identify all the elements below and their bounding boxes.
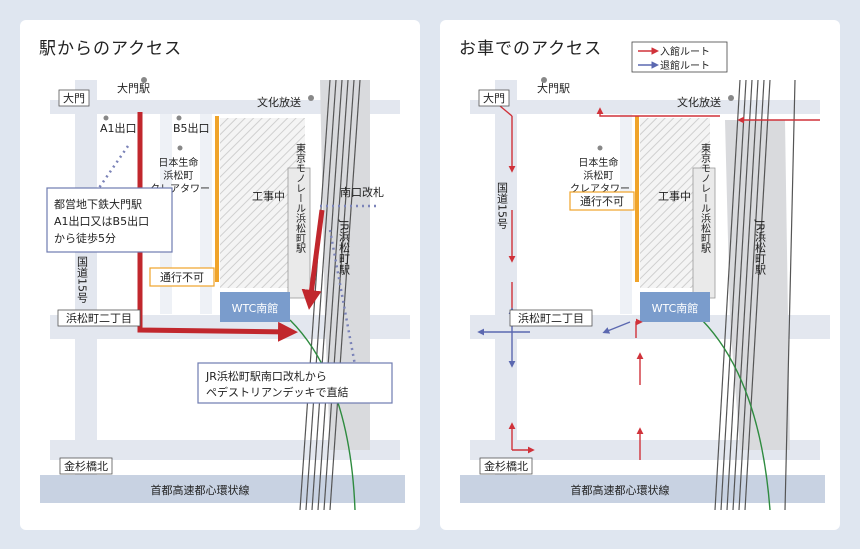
expressway-label: 首都高速都心環状線 bbox=[571, 483, 670, 497]
walk-route-jr bbox=[301, 209, 325, 310]
construction-label: 工事中 bbox=[252, 190, 285, 203]
closed-label: 通行不可 bbox=[160, 271, 204, 284]
kanasugibashi-label: 金杉橋北 bbox=[484, 459, 528, 473]
b5-dot bbox=[176, 115, 182, 121]
wtc-label: WTC南館 bbox=[232, 301, 279, 315]
nissay-dot bbox=[597, 145, 603, 151]
construction-label: 工事中 bbox=[658, 190, 691, 203]
legend-box bbox=[631, 41, 728, 73]
b5-exit-label: B5出口 bbox=[173, 121, 210, 135]
expressway-label: 首都高速都心環状線 bbox=[151, 483, 250, 497]
jr-callout-text: JR浜松町駅南口改札から ペデストリアンデッキで直結 bbox=[205, 369, 349, 399]
dotted-path-a1 bbox=[90, 145, 130, 199]
walk-route-subway bbox=[137, 112, 298, 342]
daimon-station-label: 大門駅 bbox=[117, 81, 150, 95]
daimon-station-dot bbox=[141, 77, 147, 83]
wtc-label: WTC南館 bbox=[652, 301, 699, 315]
subway-callout-text: 都営地下鉄大門駅 A1出口又はB5出口 から徒歩5分 bbox=[54, 197, 153, 245]
station-map: 首都高速都心環状線 工事中 東京モノレール浜松町駅 WTC南館 bbox=[40, 77, 410, 511]
route15-label: 国道15号 bbox=[496, 182, 509, 230]
south-gate-label: 南口改札 bbox=[340, 185, 384, 199]
entry-routes bbox=[499, 105, 820, 460]
daimon-label: 大門 bbox=[483, 91, 505, 105]
monorail-station bbox=[287, 167, 311, 299]
monorail-label: 東京モノレール浜松町駅 bbox=[699, 142, 711, 254]
wtc-south-building bbox=[220, 292, 290, 322]
daimon-station-dot bbox=[541, 77, 547, 83]
green-line bbox=[701, 319, 771, 511]
route-legend: 入館ルート 退館ルート bbox=[631, 41, 728, 73]
route15-label: 国道15号 bbox=[76, 256, 89, 304]
jr-callout bbox=[197, 362, 393, 404]
daimon-station-label: 大門駅 bbox=[537, 81, 570, 95]
bunka-hoso-label: 文化放送 bbox=[257, 95, 301, 109]
exit-legend-label: 退館ルート bbox=[660, 59, 710, 72]
car-access-panel: 入館ルート 退館ルート 首都高速都心環状線 工事中 東京モノレール浜松町 bbox=[440, 20, 840, 530]
kanasugibashi-sign bbox=[59, 457, 113, 475]
bunka-hoso-dot bbox=[308, 95, 314, 101]
daimon-sign bbox=[58, 89, 90, 107]
expressway bbox=[40, 475, 405, 503]
hamamatsucho2-label: 浜松町二丁目 bbox=[66, 311, 132, 325]
hamamatsucho2-sign bbox=[57, 309, 141, 327]
closed-label: 通行不可 bbox=[580, 195, 624, 208]
subway-callout bbox=[46, 187, 173, 253]
jr-station-label: JR浜松町駅 bbox=[338, 219, 351, 276]
station-panel-title: 駅からのアクセス bbox=[39, 39, 183, 59]
expressway bbox=[460, 475, 825, 503]
rail-lines bbox=[714, 79, 796, 511]
closed-callout bbox=[569, 191, 635, 211]
dotted-path-deck bbox=[328, 229, 357, 366]
entry-legend-label: 入館ルート bbox=[660, 45, 710, 58]
closed-callout bbox=[149, 267, 215, 287]
daimon-sign bbox=[478, 89, 510, 107]
kanasugibashi-sign bbox=[479, 457, 533, 475]
hamamatsucho2-label: 浜松町二丁目 bbox=[518, 311, 584, 325]
a1-exit-label: A1出口 bbox=[100, 121, 137, 135]
station-access-panel: 首都高速都心環状線 工事中 東京モノレール浜松町駅 WTC南館 bbox=[20, 20, 420, 530]
car-map: 入館ルート 退館ルート 首都高速都心環状線 工事中 東京モノレール浜松町 bbox=[460, 41, 830, 511]
bunka-hoso-label: 文化放送 bbox=[677, 95, 721, 109]
kanasugibashi-label: 金杉橋北 bbox=[64, 459, 108, 473]
jr-station-area bbox=[320, 80, 370, 450]
wtc-south-building bbox=[640, 292, 710, 322]
car-panel-title: お車でのアクセス bbox=[459, 39, 603, 59]
nissay-dot bbox=[177, 145, 183, 151]
hamamatsucho2-sign bbox=[509, 309, 593, 327]
a1-dot bbox=[103, 115, 109, 121]
monorail-label: 東京モノレール浜松町駅 bbox=[294, 142, 306, 254]
jr-station-label: JR浜松町駅 bbox=[754, 219, 767, 276]
daimon-label: 大門 bbox=[63, 91, 85, 105]
bunka-hoso-dot bbox=[728, 95, 734, 101]
